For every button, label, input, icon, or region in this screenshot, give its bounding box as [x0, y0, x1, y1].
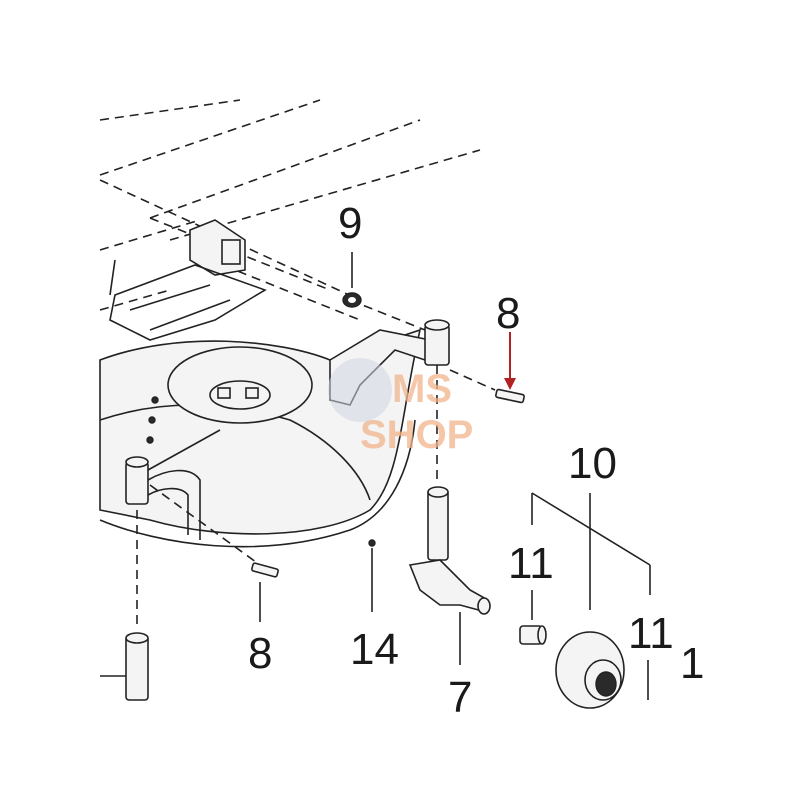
top-bracket	[109, 219, 267, 341]
watermark-mascot-icon	[328, 358, 392, 422]
watermark-line2: SHOP	[360, 413, 473, 457]
watermark-line1: MS	[392, 367, 452, 411]
callout-11-right: 11	[628, 609, 674, 658]
bolt-8-upper	[495, 388, 525, 404]
pulley-housing	[167, 346, 313, 424]
deck-outline	[99, 99, 481, 321]
callout-7: 7	[448, 673, 472, 722]
bolt-8-lower	[251, 562, 279, 622]
left-caster-assembly	[100, 396, 261, 701]
watermark: MS SHOP	[328, 358, 473, 457]
callout-10: 10	[568, 439, 617, 488]
callout-8-upper: 8	[496, 289, 520, 338]
highlight-arrow	[504, 332, 516, 390]
caster-fork-7	[408, 486, 491, 665]
pin-14	[368, 539, 376, 612]
callout-11-left: 11	[508, 539, 554, 588]
wheel-10	[531, 492, 651, 709]
callout-labels: 9 8 8 10 11 11 1 14 7	[248, 199, 704, 722]
callout-14: 14	[350, 625, 399, 674]
callout-9: 9	[338, 199, 362, 248]
callout-1: 1	[680, 639, 704, 688]
spacer-11	[519, 590, 547, 645]
callout-8-lower: 8	[248, 629, 272, 678]
washer-9	[342, 252, 362, 308]
